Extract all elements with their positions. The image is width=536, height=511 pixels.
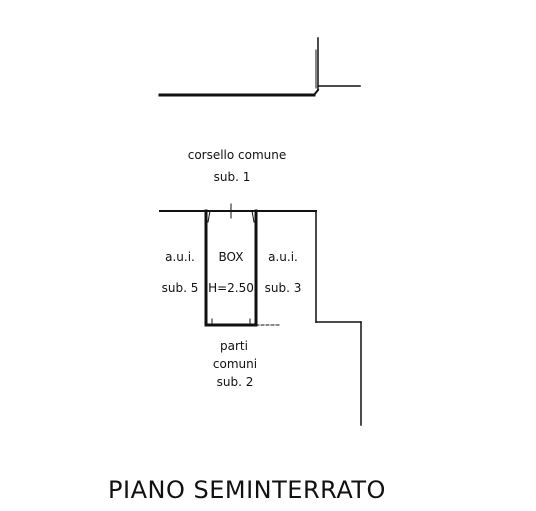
floor-title: PIANO SEMINTERRATO xyxy=(108,476,386,504)
corsello-label-line1: corsello comune xyxy=(188,148,287,162)
box-walls xyxy=(204,209,281,327)
aui-left-label-line2: sub. 5 xyxy=(162,281,199,295)
corsello-label-line2: sub. 1 xyxy=(214,170,251,184)
parti-label-line2: comuni xyxy=(213,357,257,371)
parti-label-line3: sub. 2 xyxy=(217,375,254,389)
box-label-line1: BOX xyxy=(219,250,244,264)
parti-label-line1: parti xyxy=(220,339,248,353)
aui-right-label-line1: a.u.i. xyxy=(268,250,298,264)
aui-right-label-line2: sub. 3 xyxy=(265,281,302,295)
upper-building-outline xyxy=(158,37,361,97)
lower-wall-outline xyxy=(159,203,362,426)
aui-left-label-line1: a.u.i. xyxy=(165,250,195,264)
box-label-line2: H=2.50 xyxy=(208,281,254,295)
